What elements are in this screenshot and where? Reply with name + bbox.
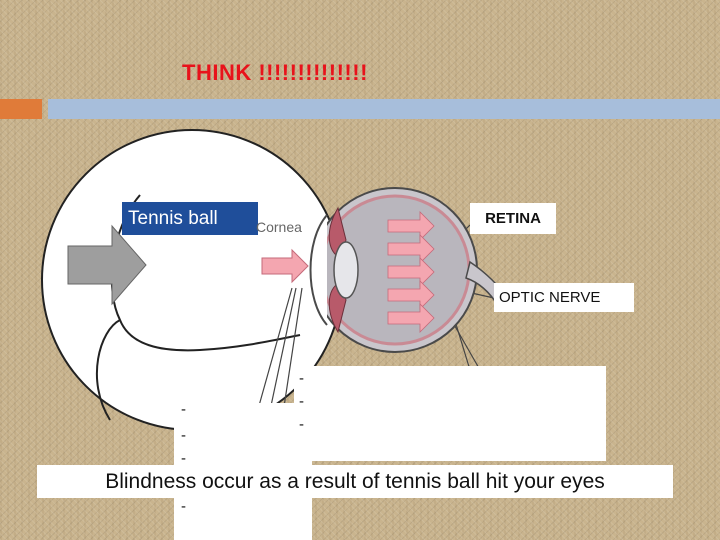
slide-title: THINK !!!!!!!!!!!!!! bbox=[182, 60, 368, 85]
bullet-dash: - bbox=[299, 416, 304, 433]
bullet-dash: - bbox=[181, 401, 186, 418]
light-arrow-icon bbox=[387, 303, 435, 333]
eye-diagram bbox=[41, 129, 510, 431]
caption-text: Blindness occur as a result of tennis ba… bbox=[37, 465, 673, 498]
tennis-ball-label: Tennis ball bbox=[122, 202, 258, 235]
bullet-dash: - bbox=[299, 393, 304, 410]
bullet-dash: - bbox=[181, 450, 186, 467]
accent-bar-orange bbox=[0, 99, 42, 119]
light-arrow-icon bbox=[387, 211, 435, 241]
cornea bbox=[309, 214, 328, 326]
optic-nerve-label: OPTIC NERVE bbox=[494, 283, 634, 312]
bullet-dash: - bbox=[299, 370, 304, 387]
retina-label: RETINA bbox=[470, 203, 556, 234]
answer-box-right bbox=[294, 366, 606, 461]
accent-bar-blue bbox=[48, 99, 720, 119]
lens bbox=[333, 241, 359, 299]
pink-arrow-icon bbox=[261, 248, 309, 284]
bullet-dash: - bbox=[181, 427, 186, 444]
light-arrow-icon bbox=[387, 234, 435, 264]
cornea-label: Cornea bbox=[256, 219, 302, 235]
bullet-dash: - bbox=[181, 498, 186, 515]
light-arrow-icon bbox=[387, 280, 435, 310]
big-arrow-icon bbox=[67, 224, 147, 306]
light-arrow-icon bbox=[387, 257, 435, 287]
chin-outline bbox=[96, 319, 121, 421]
